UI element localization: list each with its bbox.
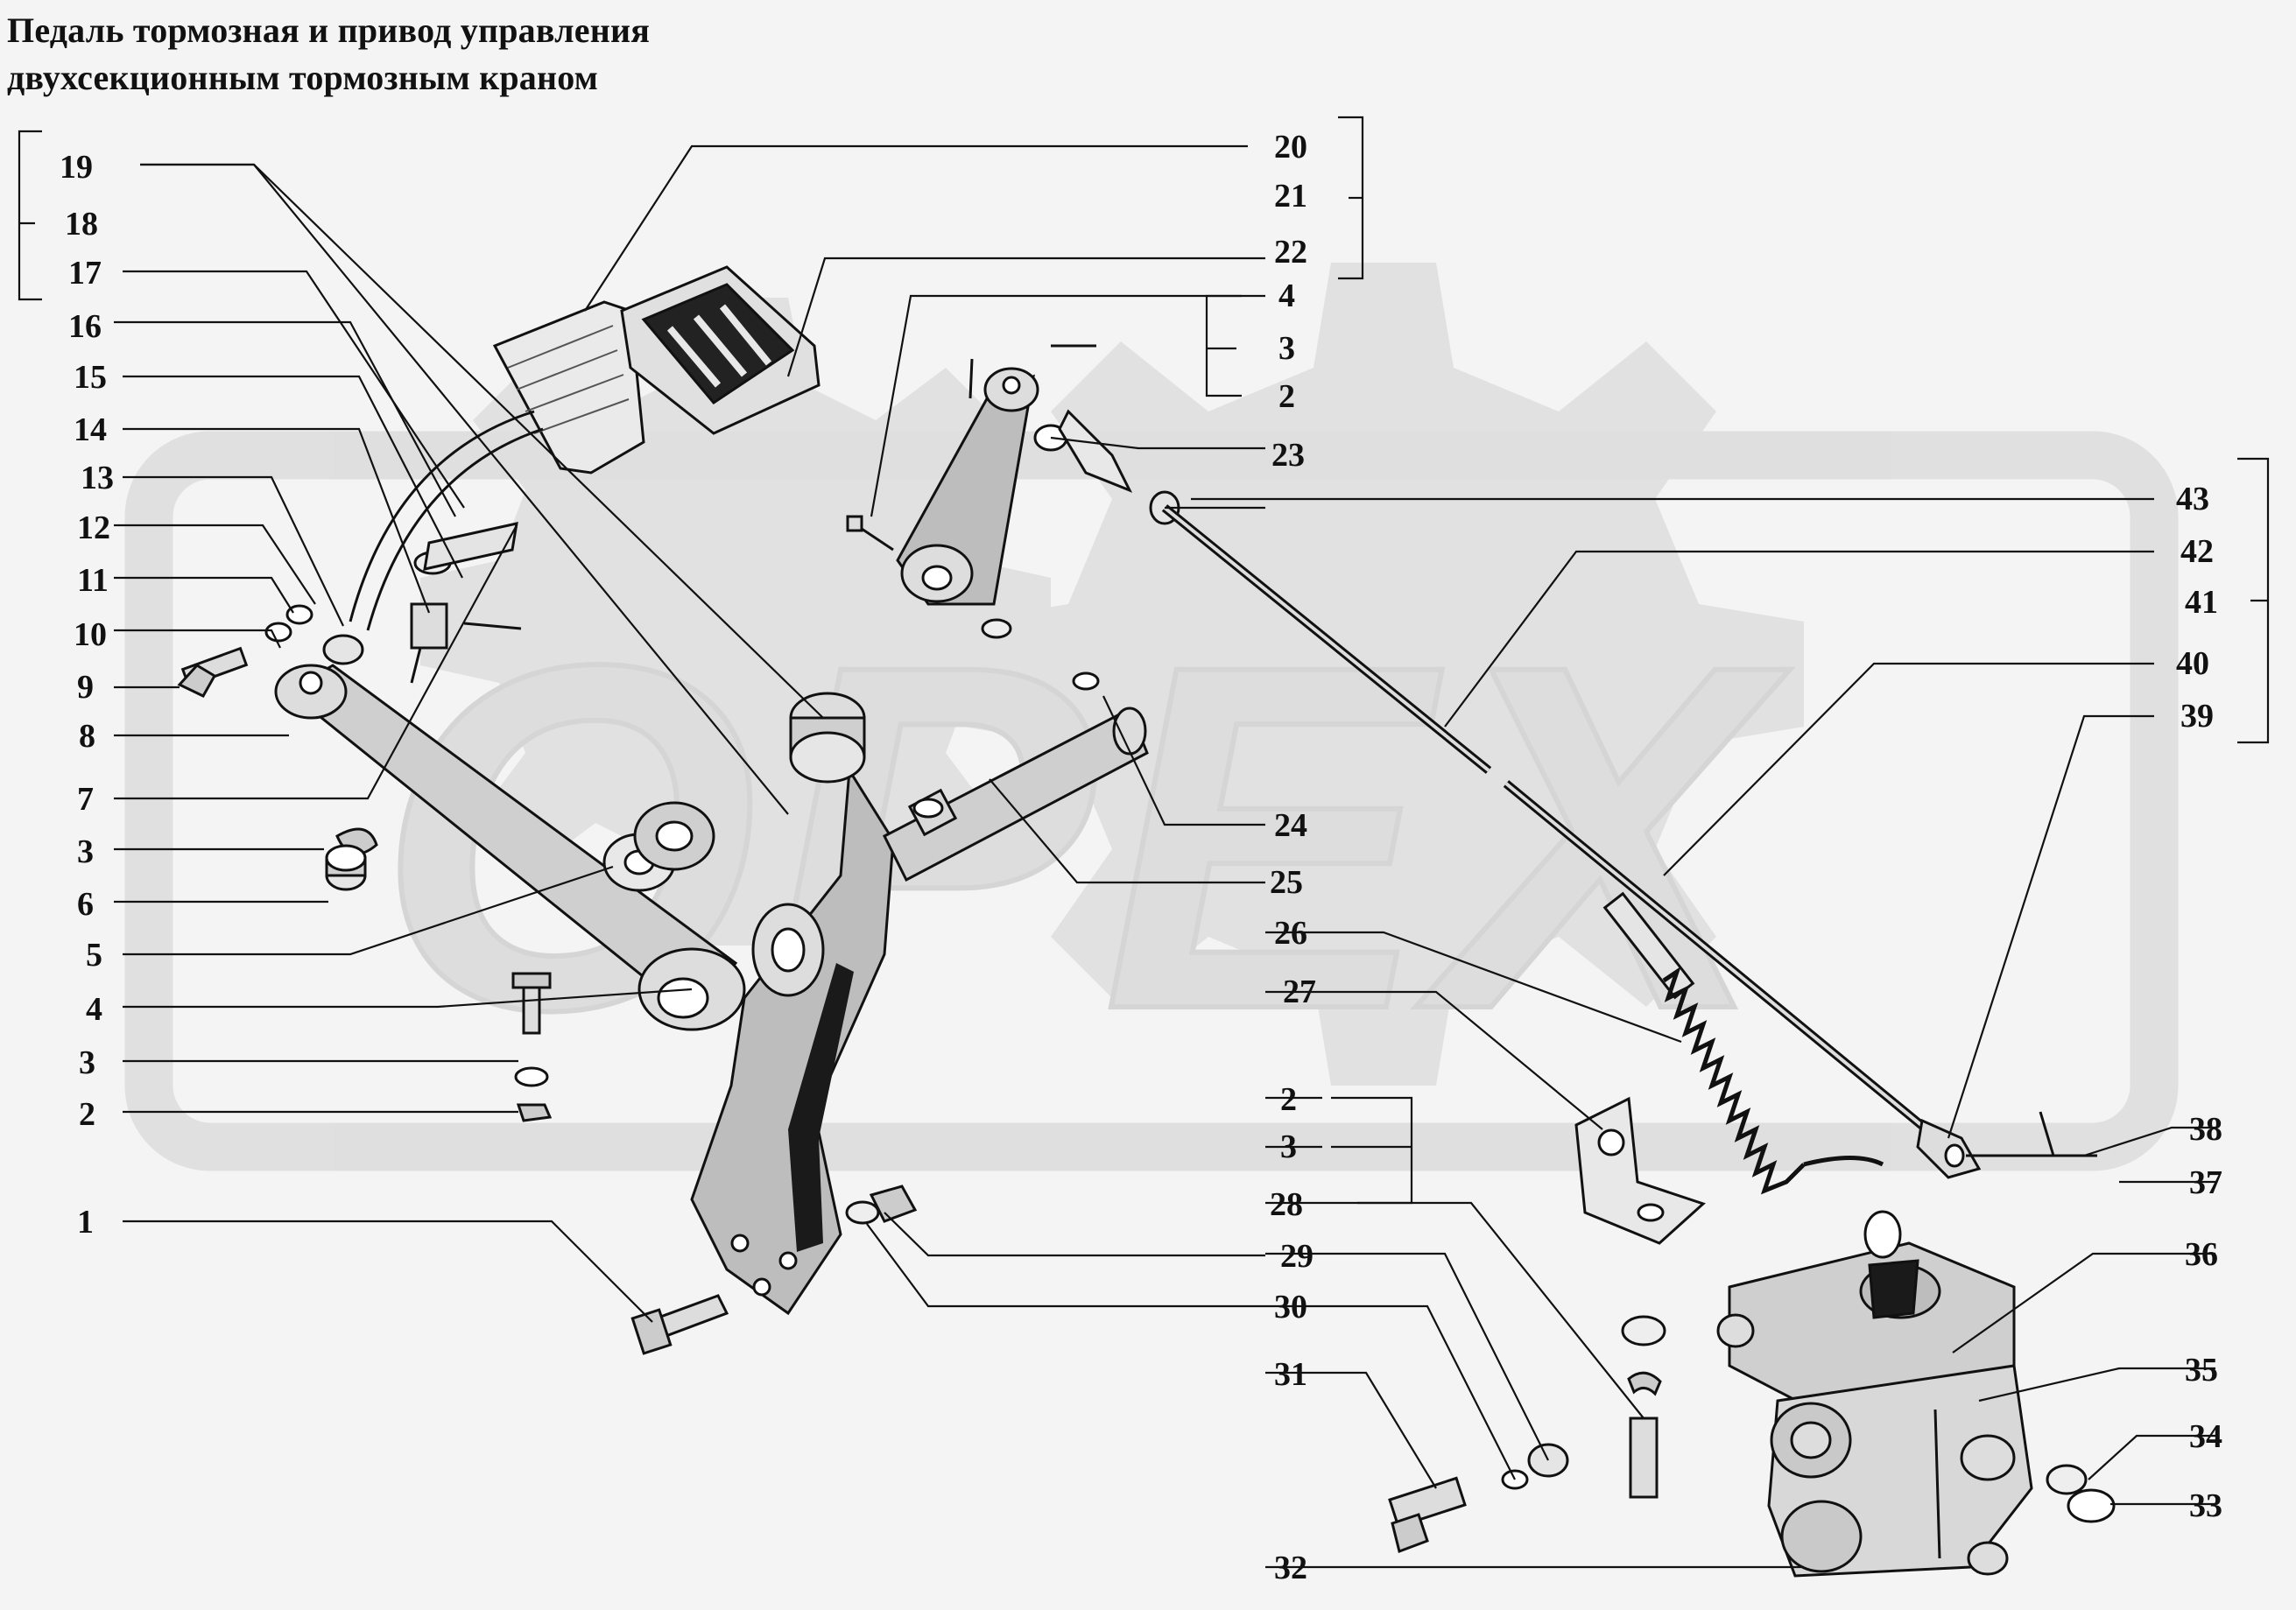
fasteners-left: [177, 522, 918, 1355]
callout-36: 36: [2185, 1236, 2218, 1273]
title-line-2: двухсекционным тормозным краном: [7, 58, 599, 97]
bracket-right-4-2: [1205, 294, 1242, 397]
callout-24: 24: [1274, 807, 1307, 844]
callout-21: 21: [1274, 178, 1307, 214]
pedal-lever: [690, 766, 895, 1316]
shaft: [882, 671, 1149, 882]
pedal-pad: [349, 265, 821, 631]
callout-17: 17: [68, 255, 102, 292]
bracket-left-19-17: [18, 130, 42, 301]
bracket-right-20-22: [1338, 116, 1364, 280]
callout-42: 42: [2180, 533, 2214, 570]
callout-32: 32: [1274, 1550, 1307, 1586]
callouts-right: 20 21 22 4 3 2 23 43 42 41 40 39 24 25 2…: [1270, 129, 2222, 1586]
callout-3-a: 3: [77, 833, 94, 870]
callout-20: 20: [1274, 129, 1307, 165]
callout-30: 30: [1274, 1289, 1307, 1325]
callout-41: 41: [2185, 584, 2218, 621]
callout-22: 22: [1274, 234, 1307, 271]
callouts-left: 19 18 17 16 15 14 13 12 11 10 9 8 7 3 6 …: [60, 149, 114, 1241]
pedal-rubber-grooves: [666, 304, 772, 388]
callout-2: 2: [79, 1096, 95, 1133]
watermark-band: [124, 431, 2179, 1171]
leader-lines: [114, 144, 2215, 1569]
callout-9: 9: [77, 669, 94, 706]
callout-29: 29: [1280, 1238, 1314, 1275]
callout-5: 5: [86, 937, 102, 974]
watermark: OPEX: [124, 263, 2179, 1171]
callout-12: 12: [77, 510, 110, 546]
callout-3-lower: 3: [1280, 1128, 1297, 1165]
bushing: [789, 692, 866, 784]
callout-6: 6: [77, 886, 94, 923]
page-title: Педаль тормозная и привод управления дву…: [7, 7, 650, 102]
callout-14: 14: [74, 411, 107, 448]
callout-2-upper: 2: [1278, 378, 1295, 415]
callout-19: 19: [60, 149, 93, 186]
callout-10: 10: [74, 616, 107, 653]
callout-2-lower: 2: [1280, 1081, 1297, 1118]
callout-18: 18: [65, 206, 98, 243]
mounting-bolts: [1388, 1315, 1666, 1553]
callout-15: 15: [74, 359, 107, 396]
callout-38: 38: [2189, 1111, 2222, 1148]
callout-7: 7: [77, 781, 94, 818]
title-line-1: Педаль тормозная и привод управления: [7, 11, 651, 50]
callout-11: 11: [77, 562, 109, 599]
callout-28: 28: [1270, 1186, 1303, 1223]
callout-3-b: 3: [79, 1044, 95, 1081]
callout-3-upper: 3: [1278, 330, 1295, 367]
callout-43: 43: [2176, 481, 2209, 517]
callout-37: 37: [2189, 1164, 2222, 1201]
callout-4: 4: [86, 991, 102, 1028]
brake-valve: [1716, 1210, 2116, 1578]
callout-16: 16: [68, 308, 102, 345]
bracket-right-43-39: [2237, 457, 2270, 744]
callout-35: 35: [2185, 1352, 2218, 1389]
callout-8: 8: [79, 718, 95, 755]
callout-40: 40: [2176, 645, 2209, 682]
upper-lever: [846, 344, 1133, 639]
callout-26: 26: [1274, 915, 1307, 952]
callout-34: 34: [2189, 1418, 2222, 1455]
callout-4-upper: 4: [1278, 278, 1295, 314]
spring-bracket: [1574, 1096, 1706, 1245]
callout-31: 31: [1274, 1356, 1307, 1393]
callout-25: 25: [1270, 864, 1303, 901]
return-spring: [1662, 966, 1884, 1195]
callout-27: 27: [1283, 974, 1316, 1010]
pedal-pad-ribs: [507, 325, 630, 434]
callout-13: 13: [81, 460, 114, 496]
watermark-text: OPEX: [377, 563, 1791, 1111]
callout-33: 33: [2189, 1487, 2222, 1524]
callout-39: 39: [2180, 698, 2214, 735]
callout-1: 1: [77, 1204, 94, 1241]
callout-23: 23: [1271, 437, 1305, 474]
